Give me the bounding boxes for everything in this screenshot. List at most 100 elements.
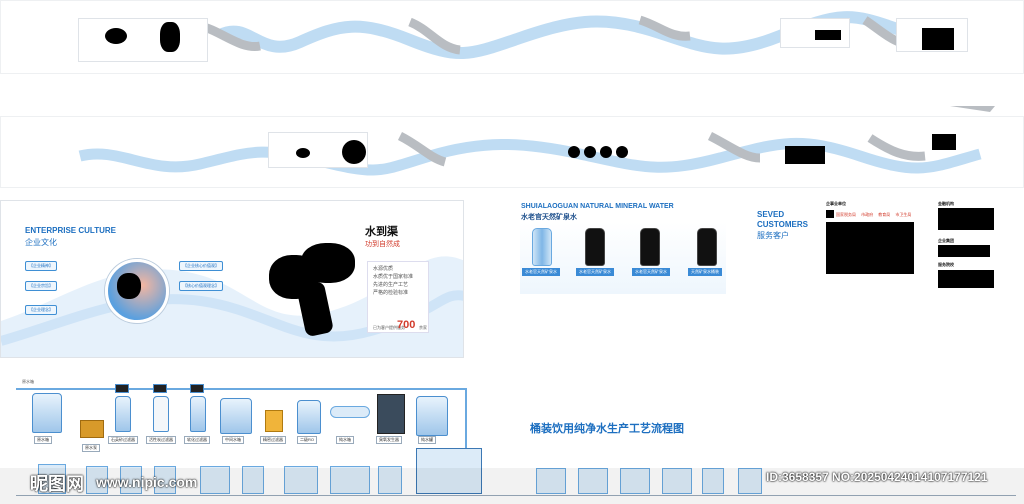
culture-title-cn: 企业文化 [25, 238, 57, 247]
bottom-machine-6 [242, 466, 264, 494]
customers-title-en1: SEVED [757, 210, 785, 219]
culture-stat-label: 已为客户提供服务 [373, 325, 405, 330]
process-label-4: 活性炭过滤器 [146, 436, 176, 444]
bottom-machine-4 [154, 466, 176, 494]
watermark-id: ID:3658357 NO:20250424014107177121 [766, 470, 988, 484]
process-precision-filter [265, 410, 283, 432]
bottom-machine-5 [200, 466, 230, 494]
customers-redaction-b [826, 222, 914, 274]
customers-red-item-4: 市卫生局 [895, 212, 912, 217]
mini-circle-4 [616, 146, 628, 158]
process-gauge-3 [190, 384, 204, 393]
process-pump [80, 420, 104, 438]
culture-tag-idea: 【企业理念】 [25, 305, 57, 315]
process-tank-mid [220, 398, 252, 434]
bottom-machine-10 [536, 468, 566, 494]
process-label-5: 软化过滤器 [184, 436, 210, 444]
customers-col2-head3: 服务院校 [938, 262, 954, 267]
mini-redaction-1 [815, 30, 841, 40]
culture-photo-redaction [117, 273, 141, 299]
bottom-machine-12 [620, 468, 650, 494]
customers-title-cn: 服务客户 [757, 231, 789, 240]
mini-blot-1 [105, 28, 127, 44]
bottom-machine-7 [284, 466, 318, 494]
bottom-machine-9 [378, 466, 402, 494]
process-bottom-pipe [16, 495, 1016, 496]
process-membrane [377, 394, 405, 434]
culture-tag-core-idea: 【核心价值观理念】 [179, 281, 223, 291]
mini-blot-3 [296, 148, 310, 158]
watermark-logo: 昵图网 [30, 474, 84, 494]
process-label-10: 臭氧发生器 [376, 436, 402, 444]
bottom-machine-8 [330, 466, 370, 494]
process-filter-sand [115, 396, 131, 432]
mini-culture-panel [78, 18, 208, 62]
culture-tag-core-value: 【企业核心价值观】 [179, 261, 223, 271]
bottom-machine-14 [702, 468, 724, 494]
mini-redaction-2 [922, 28, 954, 50]
process-title: 桶装饮用纯净水生产工艺流程图 [530, 423, 684, 435]
mini-redaction-3 [785, 146, 825, 164]
mini-circle-3 [600, 146, 612, 158]
process-tank-pure [416, 396, 448, 436]
water-label-4: 天然矿泉水桶装 [688, 268, 722, 276]
customers-red-item-2: 市政府 [861, 212, 874, 217]
process-label-7: 精密过滤器 [260, 436, 286, 444]
water-bottle-2 [585, 228, 605, 266]
process-label-11: 纯水罐 [418, 436, 436, 444]
water-bottle-1 [532, 228, 552, 266]
customers-redaction-d [938, 245, 990, 257]
customers-redaction-a [826, 210, 834, 218]
bottom-filling-machine [416, 448, 482, 494]
water-label-2: 水老官天然矿泉水 [576, 268, 614, 276]
process-ozone [330, 406, 370, 418]
watermark-site: www.nipic.com [96, 474, 198, 490]
culture-main-blot-2 [301, 243, 355, 283]
process-gauge-2 [153, 384, 167, 393]
customers-red-item-1: 国家税务局 [836, 212, 856, 217]
process-tank-raw [32, 393, 62, 433]
process-filter-soft [190, 396, 206, 432]
watermark-bar [0, 468, 1024, 504]
process-top-pipe [16, 388, 466, 390]
customers-redaction-e [938, 270, 994, 288]
culture-feature-2: 水质优于国家标准 [373, 274, 414, 280]
culture-feature-4: 严格的检验标准 [373, 290, 409, 296]
culture-slogan: 功到自然成 [365, 241, 400, 248]
process-filter-carbon [153, 396, 169, 432]
culture-tag-purpose: 【企业宗旨】 [25, 281, 57, 291]
culture-stat-unit: 余家 [419, 325, 427, 330]
process-top-label: 原水箱 [22, 379, 34, 384]
bottom-machine-1 [38, 464, 66, 494]
overview-wave-second [78, 106, 995, 176]
bottom-machine-2 [86, 466, 108, 494]
process-label-2: 原水泵 [82, 444, 100, 452]
mini-circle-2 [584, 146, 596, 158]
mini-blot-4 [342, 140, 366, 164]
bottom-machine-3 [120, 466, 142, 494]
water-bottle-4 [697, 228, 717, 266]
process-gauge-1 [115, 384, 129, 393]
mini-blot-2 [160, 22, 180, 52]
customers-redaction-c [938, 208, 994, 230]
culture-tag-spirit: 【企业精神】 [25, 261, 57, 271]
process-ro [297, 400, 321, 434]
water-bottle-3 [640, 228, 660, 266]
culture-feature-3: 先进的生产工艺 [373, 282, 409, 288]
mini-circle-1 [568, 146, 580, 158]
process-label-9: 纯水箱 [336, 436, 354, 444]
process-label-8: 二级RO [297, 436, 317, 444]
culture-brand: 水到渠 [365, 226, 398, 238]
customers-col2-head: 金融机构 [938, 201, 954, 206]
customers-col1-head: 企事业单位 [826, 201, 846, 206]
water-panel [520, 222, 726, 294]
culture-panel: ENTERPRISE CULTURE 企业文化 【企业精神】 【企业宗旨】 【企… [0, 200, 464, 358]
culture-feature-box [367, 261, 429, 333]
water-label-3: 水老官天然矿泉水 [632, 268, 670, 276]
culture-stat-value: 700 [397, 319, 416, 331]
customers-col2-head2: 企业集团 [938, 238, 954, 243]
water-title-cn: 水老官天然矿泉水 [521, 214, 577, 221]
customers-title-en2: CUSTOMERS [757, 220, 808, 229]
bottom-machine-13 [662, 468, 692, 494]
process-label-3: 石英砂过滤器 [108, 436, 138, 444]
